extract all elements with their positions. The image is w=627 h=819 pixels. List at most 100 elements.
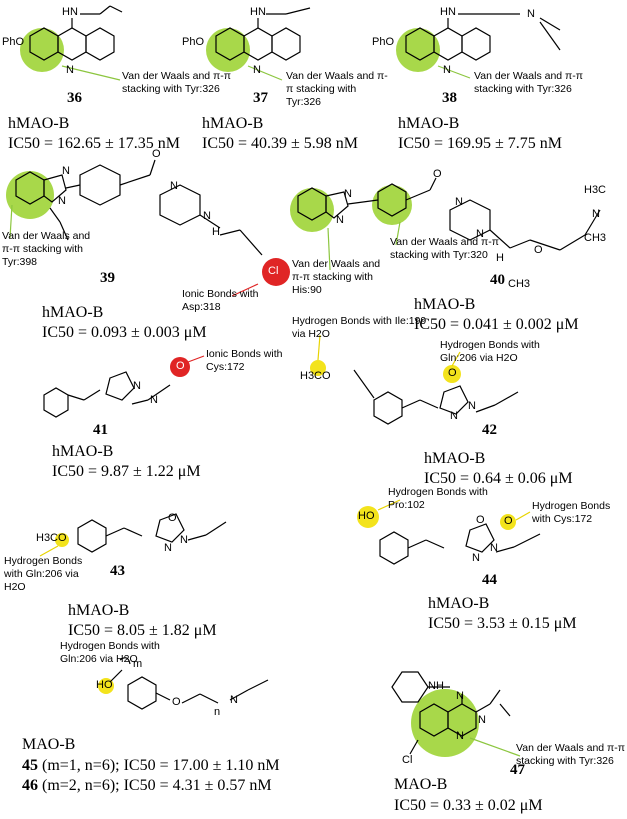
atom-n-39c: N — [170, 180, 178, 192]
interaction-note-43: Hydrogen Bonds with Gln:206 via H2O — [4, 555, 83, 593]
atom-n-43b: N — [164, 542, 172, 554]
interaction-note-39: Van der Waals and π-π stacking with Tyr:… — [2, 230, 91, 268]
ic50-39: IC50 = 0.093 ± 0.003 μM — [42, 324, 207, 341]
compound-36-structure — [20, 5, 123, 81]
atom-o-44: O — [476, 514, 485, 526]
atom-cl-47: Cl — [402, 754, 413, 766]
ionic-highlight-39 — [262, 258, 290, 286]
atom-o2-44: O — [504, 515, 513, 527]
ic50-43: IC50 = 8.05 ± 1.82 μM — [68, 622, 217, 639]
vdw-highlight-39 — [6, 171, 54, 219]
atom-ho-44: HO — [358, 510, 375, 522]
atom-h-39: H — [212, 226, 220, 238]
compound-42-structure — [310, 334, 519, 425]
enzyme-label-37: hMAO-B — [202, 115, 264, 132]
atom-n-44b: N — [472, 552, 480, 564]
atom-o-43: O — [168, 512, 177, 524]
interaction-note-44-pro: Hydrogen Bonds with Pro:102 — [388, 486, 488, 511]
atom-o-40: O — [433, 168, 442, 180]
vdw-highlight-47 — [411, 689, 479, 757]
compound-number-43: 43 — [110, 563, 125, 579]
atom-pho-36: PhO — [2, 36, 25, 48]
ic50-44: IC50 = 3.53 ± 0.15 μM — [428, 615, 577, 632]
atom-m-4546: m — [133, 658, 143, 670]
interaction-note-38: Van der Waals and π-π stacking with Tyr:… — [474, 70, 584, 95]
compound-number-42: 42 — [482, 422, 497, 438]
atom-o-4546: O — [172, 696, 181, 708]
compound-37-structure — [206, 7, 311, 81]
vdw-highlight-40b — [372, 185, 412, 225]
hbond-highlight-42b — [443, 365, 461, 383]
compound-number-40: 40 — [490, 272, 505, 288]
atom-hn-36: HN — [62, 6, 78, 18]
hbond-highlight-42a — [310, 360, 326, 376]
ic50-38: IC50 = 169.95 ± 7.75 nM — [398, 135, 563, 152]
atom-o-39: O — [152, 148, 161, 160]
compound-43-structure — [39, 513, 227, 557]
interaction-note-37: Van der Waals and π-π stacking with Tyr:… — [286, 70, 388, 108]
compound-39-structure — [6, 159, 290, 297]
interaction-note-44-cys: Hydrogen Bonds with Cys:172 — [532, 500, 611, 525]
compound-number-38: 38 — [442, 90, 457, 106]
atom-n-41b: N — [150, 394, 158, 406]
compound-number-37: 37 — [253, 90, 268, 106]
enzyme-label-43: hMAO-B — [68, 602, 130, 619]
ic50-41: IC50 = 9.87 ± 1.22 μM — [52, 463, 201, 480]
atom-n-38: N — [443, 64, 451, 76]
compound-number-36: 36 — [67, 90, 82, 106]
interaction-note-36: Van der Waals and π-π stacking with Tyr:… — [122, 70, 232, 95]
atom-n-42b: N — [450, 410, 458, 422]
atom-n-40a: N — [344, 188, 352, 200]
compound-number-44: 44 — [482, 572, 497, 588]
atom-pho-38: PhO — [372, 36, 395, 48]
atom-n-39d: N — [203, 210, 211, 222]
atom-o-41: O — [176, 360, 185, 372]
ic50-46: (m=2, n=6); IC50 = 4.31 ± 0.57 nM — [42, 777, 272, 794]
atom-n-39a: N — [62, 165, 70, 177]
compound-40-structure — [290, 177, 601, 271]
vdw-highlight-40a — [290, 188, 334, 232]
atom-n-40d: N — [476, 228, 484, 240]
ic50-36: IC50 = 162.65 ± 17.35 nM — [8, 135, 181, 152]
compound-38-structure — [396, 13, 561, 79]
atom-n-37: N — [253, 64, 261, 76]
atom-n-4546: N — [230, 694, 238, 706]
atom-o2-40: O — [534, 244, 543, 256]
atom-n-41a: N — [133, 380, 141, 392]
atom-h3c-40: H3C — [584, 184, 607, 196]
enzyme-label-4546: MAO-B — [22, 736, 76, 753]
interaction-note-47: Van der Waals and π-π stacking with Tyr:… — [516, 742, 626, 767]
ic50-40: IC50 = 0.041 ± 0.002 μM — [414, 316, 579, 333]
ionic-highlight-41 — [170, 357, 190, 377]
atom-ch3b-40: CH3 — [584, 232, 607, 244]
compound-number-39: 39 — [100, 270, 115, 286]
hbond-highlight-43 — [55, 533, 69, 547]
atom-ho-4546: HO — [96, 679, 113, 691]
hbond-highlight-44b — [500, 514, 516, 530]
atom-n-47a: N — [456, 690, 464, 702]
atom-cl-39: Cl — [268, 265, 279, 277]
interaction-note-40-his: Van der Waals and π-π stacking with His:… — [292, 258, 381, 296]
atom-n-sub-4546: n — [214, 706, 221, 718]
atom-n-40c: N — [455, 196, 463, 208]
atom-n-47b: N — [478, 714, 486, 726]
compound-41-structure — [43, 355, 205, 418]
interaction-note-39-ionic: Ionic Bonds with Asp:318 — [182, 288, 259, 313]
vdw-highlight-38 — [396, 28, 440, 72]
atom-ch3-40: CH3 — [508, 278, 531, 290]
atom-n-36: N — [66, 64, 74, 76]
compound-number-47: 47 — [510, 762, 525, 778]
interaction-note-4546: Hydrogen Bonds with Gln:206 via H2O — [60, 640, 160, 665]
atom-n-40b: N — [336, 214, 344, 226]
atom-o-42: O — [448, 367, 457, 379]
enzyme-label-38: hMAO-B — [398, 115, 460, 132]
hbond-highlight-44a — [357, 506, 379, 528]
ic50-42: IC50 = 0.64 ± 0.06 μM — [424, 470, 573, 487]
compound-number-41: 41 — [93, 422, 108, 438]
atom-n2-38: N — [527, 8, 535, 20]
atom-nh-47: NH — [428, 680, 444, 692]
interaction-note-41: Ionic Bonds with Cys:172 — [206, 348, 283, 373]
atom-hn-38: HN — [440, 6, 456, 18]
enzyme-label-44: hMAO-B — [428, 595, 490, 612]
